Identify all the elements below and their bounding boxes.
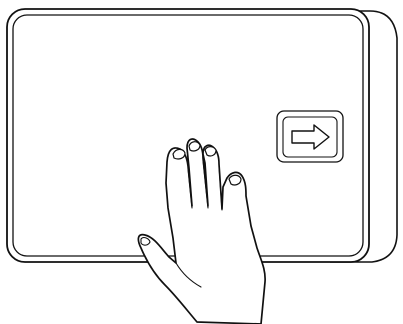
arrow-button <box>277 111 343 162</box>
